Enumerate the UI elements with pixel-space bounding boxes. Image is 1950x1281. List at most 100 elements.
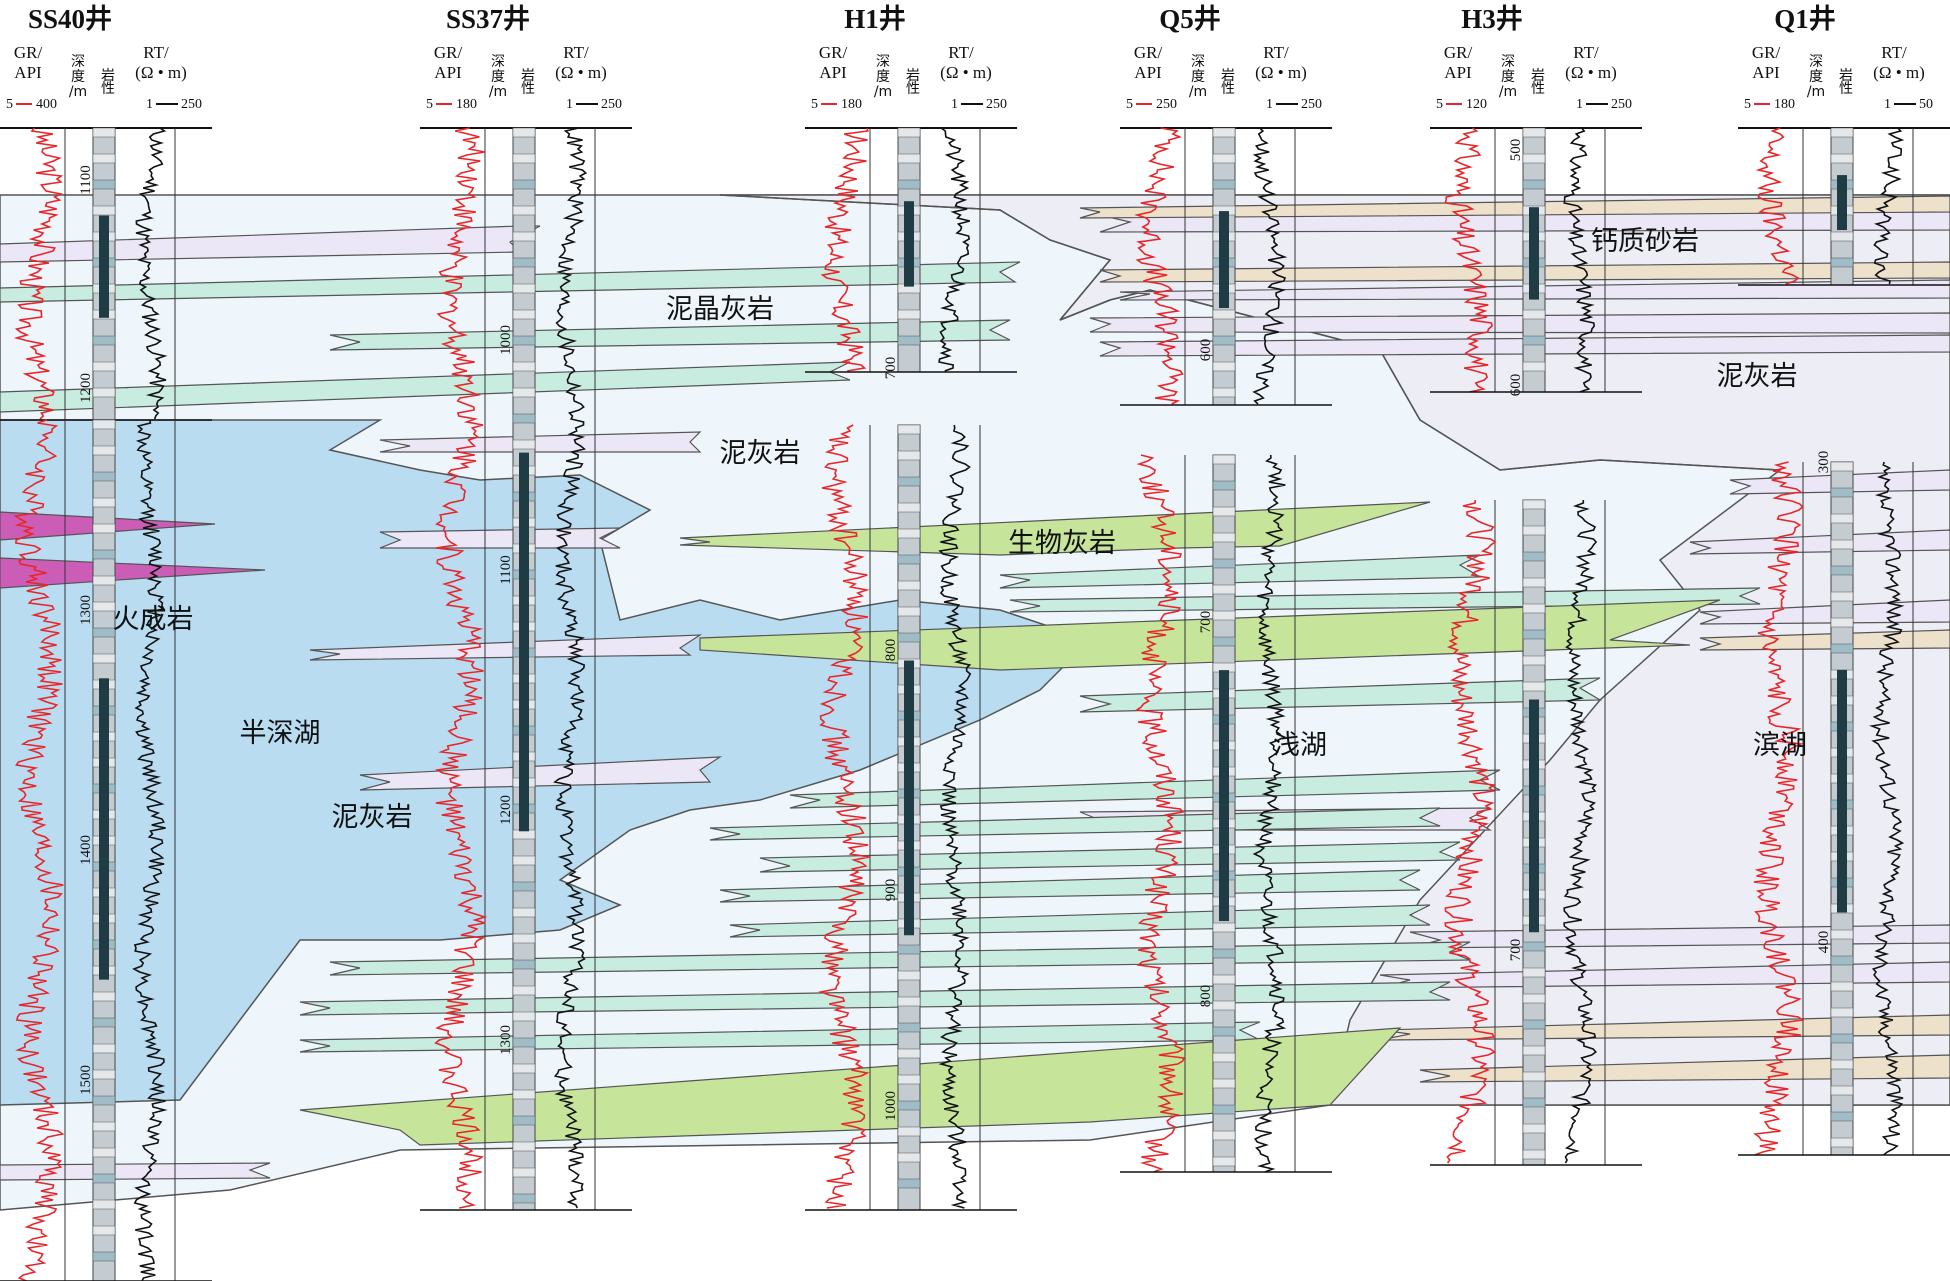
micrite-tongue — [1079, 677, 1603, 713]
depth-header: /m — [1189, 84, 1207, 100]
well-title: H1井 — [844, 4, 906, 34]
lithology-band — [92, 153, 116, 164]
lithology-band — [92, 335, 116, 346]
lithology-band — [897, 970, 921, 981]
rt-max: 250 — [986, 97, 1007, 112]
lithology-band — [1212, 454, 1236, 465]
mud-limestone-tongue — [1089, 312, 1950, 334]
rt-curve — [938, 424, 972, 1209]
lithology-band — [1522, 335, 1546, 346]
gr-min: 5 — [1744, 97, 1751, 112]
depth-header: /m — [69, 84, 87, 100]
lithology-band — [512, 153, 536, 164]
depth-label: 500 — [1508, 139, 1524, 162]
facies-labels: 泥晶灰岩 泥灰岩 生物灰岩 钙质砂岩 泥灰岩 火成岩 半深湖 泥灰岩 浅湖 滨湖 — [113, 226, 1808, 833]
depth-label: 400 — [1816, 931, 1832, 954]
lithology-band — [1212, 948, 1236, 959]
lithology-band — [512, 335, 536, 346]
lithology-band — [897, 127, 921, 138]
lithology-band — [1830, 591, 1854, 602]
gr-header: GR/ — [14, 43, 43, 62]
lithology-band — [897, 1074, 921, 1085]
litho-header: 性 — [906, 81, 920, 97]
micrite-tongue — [759, 841, 1461, 873]
label-calc-sandstone: 钙质砂岩 — [1591, 226, 1699, 257]
rt-curve — [1869, 461, 1905, 1156]
igneous-tongue — [0, 557, 266, 589]
label-micrite: 泥晶灰岩 — [666, 294, 774, 325]
depth-label: 1400 — [78, 835, 94, 865]
lithology-band — [1830, 981, 1854, 992]
gr-curve — [434, 127, 488, 1209]
gr-max: 250 — [1156, 97, 1177, 112]
micrite-tongue — [0, 261, 1021, 303]
lithology-band — [1522, 1019, 1546, 1030]
depth-label: 800 — [883, 639, 899, 662]
micrite-tongue — [709, 807, 1441, 841]
lithology-band — [1522, 941, 1546, 952]
lithology-core — [519, 452, 529, 832]
lithology-band — [1830, 153, 1854, 164]
lithology-band — [1212, 1104, 1236, 1115]
gr-curve — [1134, 454, 1186, 1173]
lithology-band — [897, 1126, 921, 1137]
label-mud-limestone: 泥灰岩 — [332, 802, 413, 833]
rt-min: 1 — [1576, 97, 1583, 112]
rt-min: 1 — [1266, 97, 1273, 112]
lithology-band — [92, 387, 116, 398]
rt-curve — [1563, 127, 1596, 393]
depth-header: 深 — [876, 54, 890, 70]
lithology-band — [1830, 617, 1854, 628]
mud-limestone-tongue — [309, 634, 703, 661]
litho-header: 性 — [1221, 81, 1235, 97]
well-title: SS40井 — [28, 4, 112, 34]
lithology-band — [92, 1147, 116, 1158]
rt-min: 1 — [146, 97, 153, 112]
lithology-band — [1522, 1123, 1546, 1134]
lithology-band — [1212, 558, 1236, 569]
lithology-band — [1522, 1071, 1546, 1082]
gr-min: 5 — [1436, 97, 1443, 112]
rt-curve — [1252, 127, 1288, 405]
lithology-band — [1830, 487, 1854, 498]
gr-max: 180 — [1774, 97, 1795, 112]
lithology-band — [512, 283, 536, 294]
lithology-band — [1830, 1137, 1854, 1148]
gr-header: GR/ — [434, 43, 463, 62]
lithology-band — [897, 502, 921, 513]
gr-header: GR/ — [1444, 43, 1473, 62]
lithology-band — [1830, 127, 1854, 138]
lithology-band — [897, 476, 921, 487]
lithology-band — [1212, 335, 1236, 346]
lithology-band — [897, 944, 921, 955]
lithology-core — [1529, 207, 1539, 300]
depth-header: 度 — [1191, 69, 1205, 85]
ohm-header: (Ω • m) — [1255, 63, 1307, 82]
litho-header: 岩 — [1839, 68, 1853, 84]
well-title: SS37井 — [446, 4, 530, 34]
mud-limestone-tongue — [359, 756, 723, 791]
rt-curve — [135, 127, 168, 420]
facies-boundary-top — [719, 194, 1781, 471]
lithology-band — [512, 205, 536, 216]
lithology-band — [512, 309, 536, 320]
litho-header: 性 — [1839, 81, 1853, 97]
lithology-band — [897, 1178, 921, 1189]
lithology-band — [92, 627, 116, 638]
lithology-band — [92, 1199, 116, 1210]
lithology-band — [1212, 532, 1236, 543]
rt-max: 250 — [181, 97, 202, 112]
lithology-band — [1212, 610, 1236, 621]
lithology-band — [1830, 1085, 1854, 1096]
depth-header: 度 — [1809, 69, 1823, 85]
depth-header: 深 — [71, 54, 85, 70]
rt-max: 250 — [1611, 97, 1632, 112]
lithology-band — [92, 361, 116, 372]
gr-max: 120 — [1466, 97, 1487, 112]
rt-curve — [938, 127, 971, 372]
lithology-band — [1212, 361, 1236, 372]
lithology-band — [92, 1017, 116, 1028]
